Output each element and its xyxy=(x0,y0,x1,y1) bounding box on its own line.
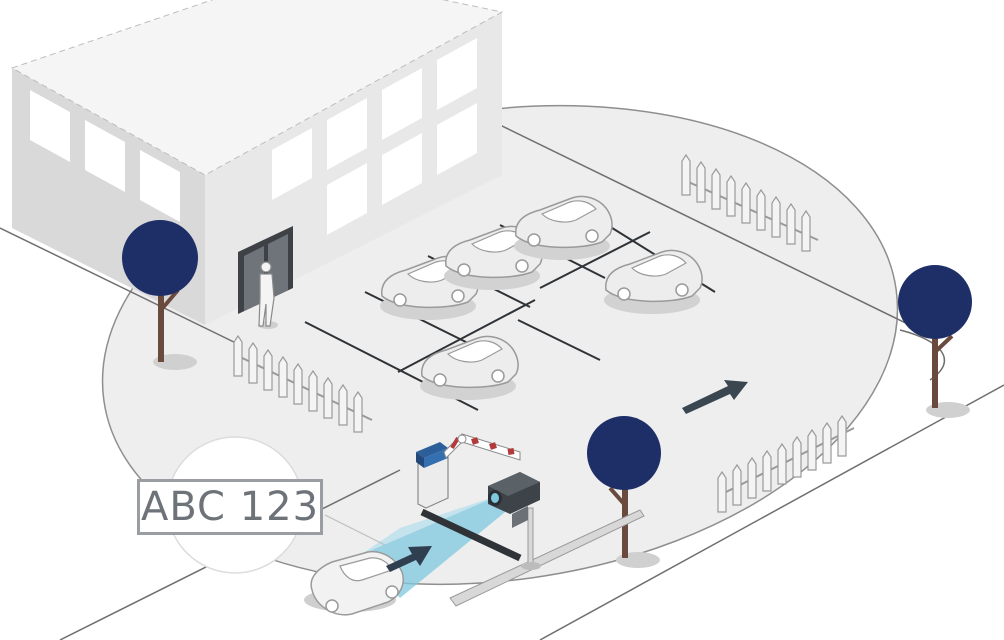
license-plate-text: ABC 123 xyxy=(140,484,320,530)
anpr-camera-icon xyxy=(488,472,541,570)
approaching-car-icon xyxy=(304,550,404,616)
pedestrian-icon xyxy=(258,261,278,329)
fence-top-right xyxy=(681,154,819,252)
curb xyxy=(449,509,645,607)
license-plate: ABC 123 xyxy=(137,479,323,535)
entry-arrow-icon xyxy=(386,546,432,572)
fence-left xyxy=(233,335,373,433)
barrier-gate-icon xyxy=(416,433,521,509)
tree-icon xyxy=(898,265,972,418)
stop-line xyxy=(420,508,522,562)
tree-icon xyxy=(122,220,198,370)
barrier-arm xyxy=(443,433,521,461)
fence-bottom-right xyxy=(717,415,855,513)
direction-arrow-icon xyxy=(682,380,748,414)
